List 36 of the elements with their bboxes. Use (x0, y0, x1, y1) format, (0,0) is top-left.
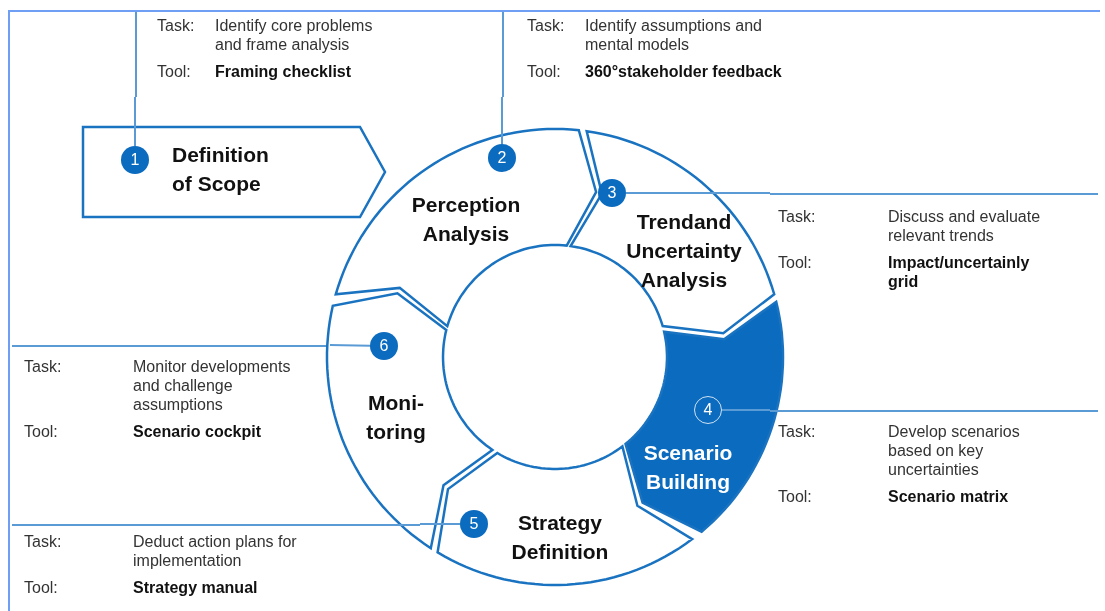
leader-line (134, 96, 136, 147)
step-title: Strategy Definition (510, 510, 610, 565)
field-label: Tool: (778, 253, 813, 273)
step-title: Scenario Building (642, 440, 734, 495)
task-description: Identify core problems and frame analysis (215, 16, 374, 54)
step-title: Trendand Uncertainty Analysis (625, 209, 743, 293)
field-label: Tool: (778, 487, 813, 506)
leader-line (721, 409, 771, 411)
task-description: Identify assumptions and mental models (585, 16, 763, 54)
tool-name: Strategy manual (133, 578, 259, 597)
leader-line (419, 523, 461, 525)
step-title: Perception Analysis (410, 192, 522, 247)
field-label: Task: (778, 422, 817, 442)
task-description: Monitor developments and challenge assumptions (133, 357, 292, 414)
leader-line (501, 96, 503, 145)
field-label: Task: (527, 16, 566, 36)
field-label: Tool: (24, 422, 59, 441)
tool-name: Impact/uncertainly grid (888, 253, 1031, 291)
step-title: Definition of Scope (172, 142, 270, 197)
task-description: Deduct action plans for implementation (133, 532, 298, 570)
field-label: Tool: (527, 62, 562, 81)
task-description: Discuss and evaluate relevant trends (888, 207, 1042, 245)
tool-name: Scenario cockpit (133, 422, 263, 441)
field-label: Task: (778, 207, 817, 227)
field-label: Task: (24, 357, 63, 377)
task-description: Develop scenarios based on key uncertainties (888, 422, 1021, 479)
field-label: Task: (157, 16, 196, 36)
step-title: Moni- toring (365, 390, 427, 445)
field-label: Task: (24, 532, 63, 552)
tool-name: 360°stakeholder feedback (585, 62, 783, 81)
tool-name: Scenario matrix (888, 487, 1010, 506)
field-label: Tool: (24, 578, 59, 597)
leader-line (329, 344, 371, 347)
tool-name: Framing checklist (215, 62, 353, 81)
field-label: Tool: (157, 62, 192, 81)
leader-line (625, 192, 771, 194)
